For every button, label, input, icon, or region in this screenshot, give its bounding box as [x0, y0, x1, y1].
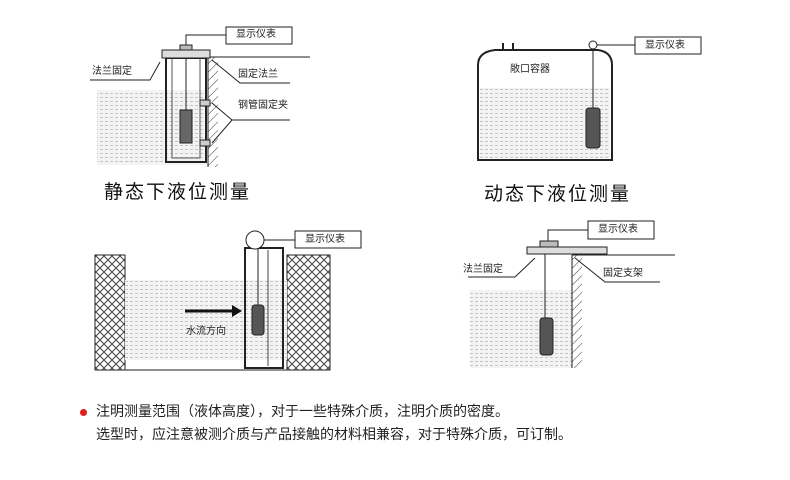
- pipe-clamp-label: 钢管固定夹: [238, 100, 288, 111]
- note-line-1: 注明测量范围（液体高度），对于一些特殊介质，注明介质的密度。: [96, 404, 509, 420]
- panel-flow: [94, 230, 362, 371]
- flow-direction-label: 水流方向: [186, 326, 226, 337]
- panel-bracket: [468, 220, 675, 368]
- flange-fix-label: 法兰固定: [463, 264, 503, 275]
- display-label: 显示仪表: [598, 224, 638, 235]
- display-label: 显示仪表: [236, 29, 276, 40]
- panel-dynamic: [477, 36, 702, 161]
- open-container-label: 敞口容器: [510, 64, 550, 75]
- display-label: 显示仪表: [305, 234, 345, 245]
- static-measurement-title: 静态下液位测量: [104, 181, 252, 203]
- dynamic-measurement-title: 动态下液位测量: [484, 183, 632, 205]
- fixed-flange-label: 固定法兰: [238, 69, 278, 80]
- panel-static: [90, 26, 310, 167]
- display-label: 显示仪表: [645, 40, 685, 51]
- fixed-bracket-label: 固定支架: [603, 268, 643, 279]
- note-line-2: 选型时，应注意被测介质与产品接触的材料相兼容，对于特殊介质，可订制。: [96, 427, 572, 443]
- flange-fix-label: 法兰固定: [92, 66, 132, 77]
- bullet-icon: [80, 409, 87, 416]
